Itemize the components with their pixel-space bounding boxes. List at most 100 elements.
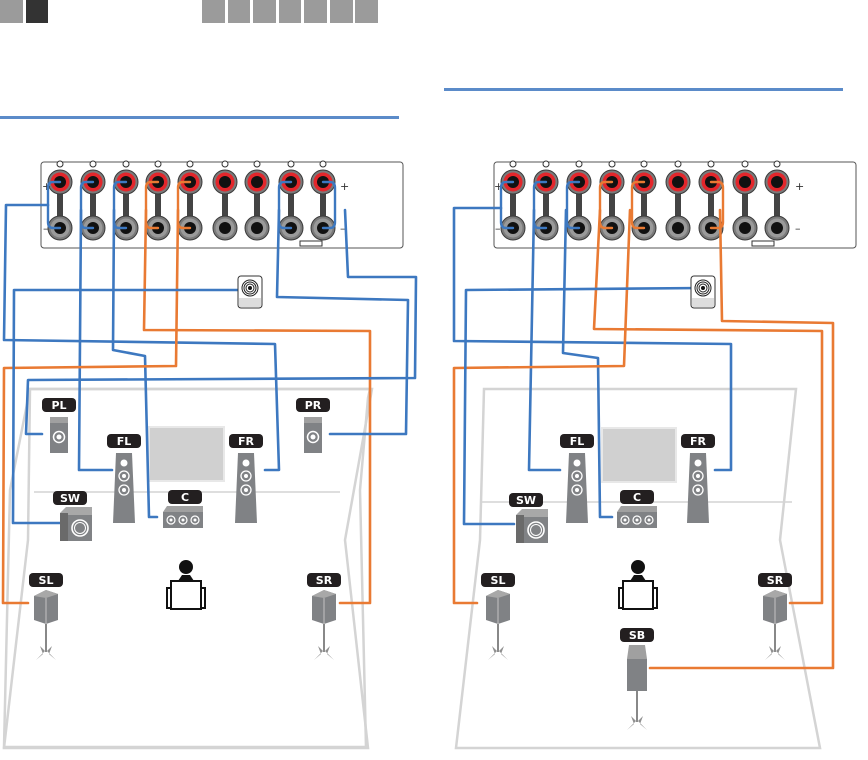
right-amp-label-plate — [751, 240, 775, 247]
left-subwoofer-input — [237, 275, 263, 309]
tab-chapter-4[interactable] — [279, 0, 301, 23]
right-label-fr-bg — [681, 434, 715, 448]
left-speaker-fl-woofer-1 — [118, 484, 130, 496]
left-amp-terminal-bridge-5 — [222, 182, 228, 228]
left-amp-terminal-indicator-8 — [319, 160, 327, 168]
tab-chapter-6[interactable] — [330, 0, 353, 23]
right-speaker-sb — [627, 645, 647, 730]
left-amp: +–+– — [40, 160, 404, 249]
right-speaker-fl-woofer-center-0 — [575, 474, 579, 478]
left-amp-terminal-minus-6-hole — [251, 222, 263, 234]
right-label-sw: SW — [509, 493, 543, 507]
tab-chapter-1[interactable] — [202, 0, 225, 23]
right-speaker-fr — [687, 453, 709, 523]
left-amp-terminal-indicator-6 — [253, 160, 261, 168]
tab-chapter-5[interactable] — [304, 0, 327, 23]
right-label-sl-bg — [481, 573, 515, 587]
left-label-fl: FL — [107, 434, 141, 448]
right-speaker-sw — [516, 509, 548, 543]
right-speaker-fl-woofer-center-1 — [575, 488, 579, 492]
left-subwoofer-input-base — [239, 298, 261, 307]
right-label-c-bg — [620, 490, 654, 504]
left-speaker-sw-woofer-inner — [74, 522, 86, 534]
left-speaker-fr-woofer-0 — [240, 470, 252, 482]
right-subwoofer-input-pin — [701, 286, 705, 290]
left-subwoofer-input-pin — [248, 286, 252, 290]
left-label-sr-bg — [307, 573, 341, 587]
right-amp-terminal-bridge-4 — [641, 182, 647, 228]
left-speaker-sw-side — [60, 513, 68, 541]
right-listener-head — [631, 560, 645, 574]
tab-section-2-active[interactable] — [26, 0, 48, 23]
right-speaker-sl-top — [486, 590, 510, 598]
left-label-sw-bg — [53, 491, 87, 505]
left-label-fl-bg — [107, 434, 141, 448]
right-label-sr-bg — [758, 573, 792, 587]
right-subwoofer-input-ring-2 — [698, 283, 708, 293]
right-jumper-2 — [565, 180, 581, 230]
left-amp-terminal-indicator-0 — [56, 160, 64, 168]
tab-chapter-7[interactable] — [355, 0, 378, 23]
left-label-fr-bg — [229, 434, 263, 448]
right-tv-screen — [601, 427, 677, 483]
right-amp-plus-sign: + — [494, 180, 503, 193]
tab-chapter-2[interactable] — [228, 0, 250, 23]
right-label-sb-bg — [620, 628, 654, 642]
right-amp-terminal-minus-8 — [764, 215, 790, 241]
left-amp-terminal-plus-5 — [212, 169, 238, 195]
left-label-sr-text: SR — [316, 574, 333, 587]
right-amp-plus-sign-right: + — [795, 180, 804, 193]
left-jumper-4 — [176, 180, 192, 230]
left-listener-shoulders — [178, 575, 194, 581]
tab-section-1[interactable] — [0, 0, 23, 23]
right-cable-fl — [527, 208, 562, 472]
right-cable-sw — [462, 286, 705, 526]
right-amp-terminal-indicator-8 — [773, 160, 781, 168]
left-label-fr: FR — [229, 434, 263, 448]
right-subwoofer-input-ring-1 — [696, 281, 710, 295]
left-amp-plus-sign-right: + — [340, 180, 349, 193]
left-label-sl-text: SL — [39, 574, 54, 587]
right-jumper-4 — [630, 180, 646, 230]
left-speaker-sw-woofer — [71, 519, 89, 537]
right-speaker-fl-tweeter — [573, 459, 581, 467]
right-amp-terminal-minus-5-hole — [672, 222, 684, 234]
right-cable-center — [561, 208, 614, 519]
right-amp-terminal-bridge-1 — [543, 182, 549, 228]
left-amp-terminal-indicator-1 — [89, 160, 97, 168]
left-speaker-c-driver-center-1 — [181, 518, 185, 522]
left-amp-terminal-bridge-3 — [155, 182, 161, 228]
right-amp-minus-sign-right: – — [795, 222, 801, 235]
left-label-c-text: C — [181, 491, 189, 504]
left-room-walls — [2, 387, 374, 750]
right-amp: +–+– — [493, 160, 857, 249]
left-label-fr-text: FR — [238, 435, 255, 448]
right-speaker-sb-body — [627, 659, 647, 691]
left-amp-terminal-minus-5-hole — [219, 222, 231, 234]
right-label-sr: SR — [758, 573, 792, 587]
left-subwoofer-input-ring-0 — [241, 279, 259, 297]
left-listener — [166, 560, 206, 610]
right-amp-terminal-minus-8-hole — [771, 222, 783, 234]
left-listener-head — [179, 560, 193, 574]
left-amp-terminal-bridge-7 — [288, 182, 294, 228]
right-label-fl-bg — [560, 434, 594, 448]
left-speaker-sr — [312, 590, 336, 660]
tab-chapter-3[interactable] — [253, 0, 276, 23]
left-cable-fl — [77, 208, 114, 472]
right-amp-terminal-indicator-4 — [640, 160, 648, 168]
right-listener-armrest-left — [618, 587, 624, 609]
right-amp-terminal-bridge-7 — [742, 182, 748, 228]
left-listener-seat — [170, 580, 202, 610]
right-listener-seat — [622, 580, 654, 610]
right-subwoofer-input-base — [692, 298, 714, 307]
right-speaker-fr-woofer-center-0 — [696, 474, 700, 478]
left-label-sw-text: SW — [60, 492, 80, 505]
right-subwoofer-input — [690, 275, 716, 309]
right-label-c-text: C — [633, 491, 641, 504]
right-amp-terminal-indicator-7 — [741, 160, 749, 168]
right-speaker-sb-top — [627, 645, 647, 659]
left-amp-terminal-bridge-1 — [90, 182, 96, 228]
left-amp-terminal-bridge-6 — [254, 182, 260, 228]
left-speaker-fl — [113, 453, 135, 523]
